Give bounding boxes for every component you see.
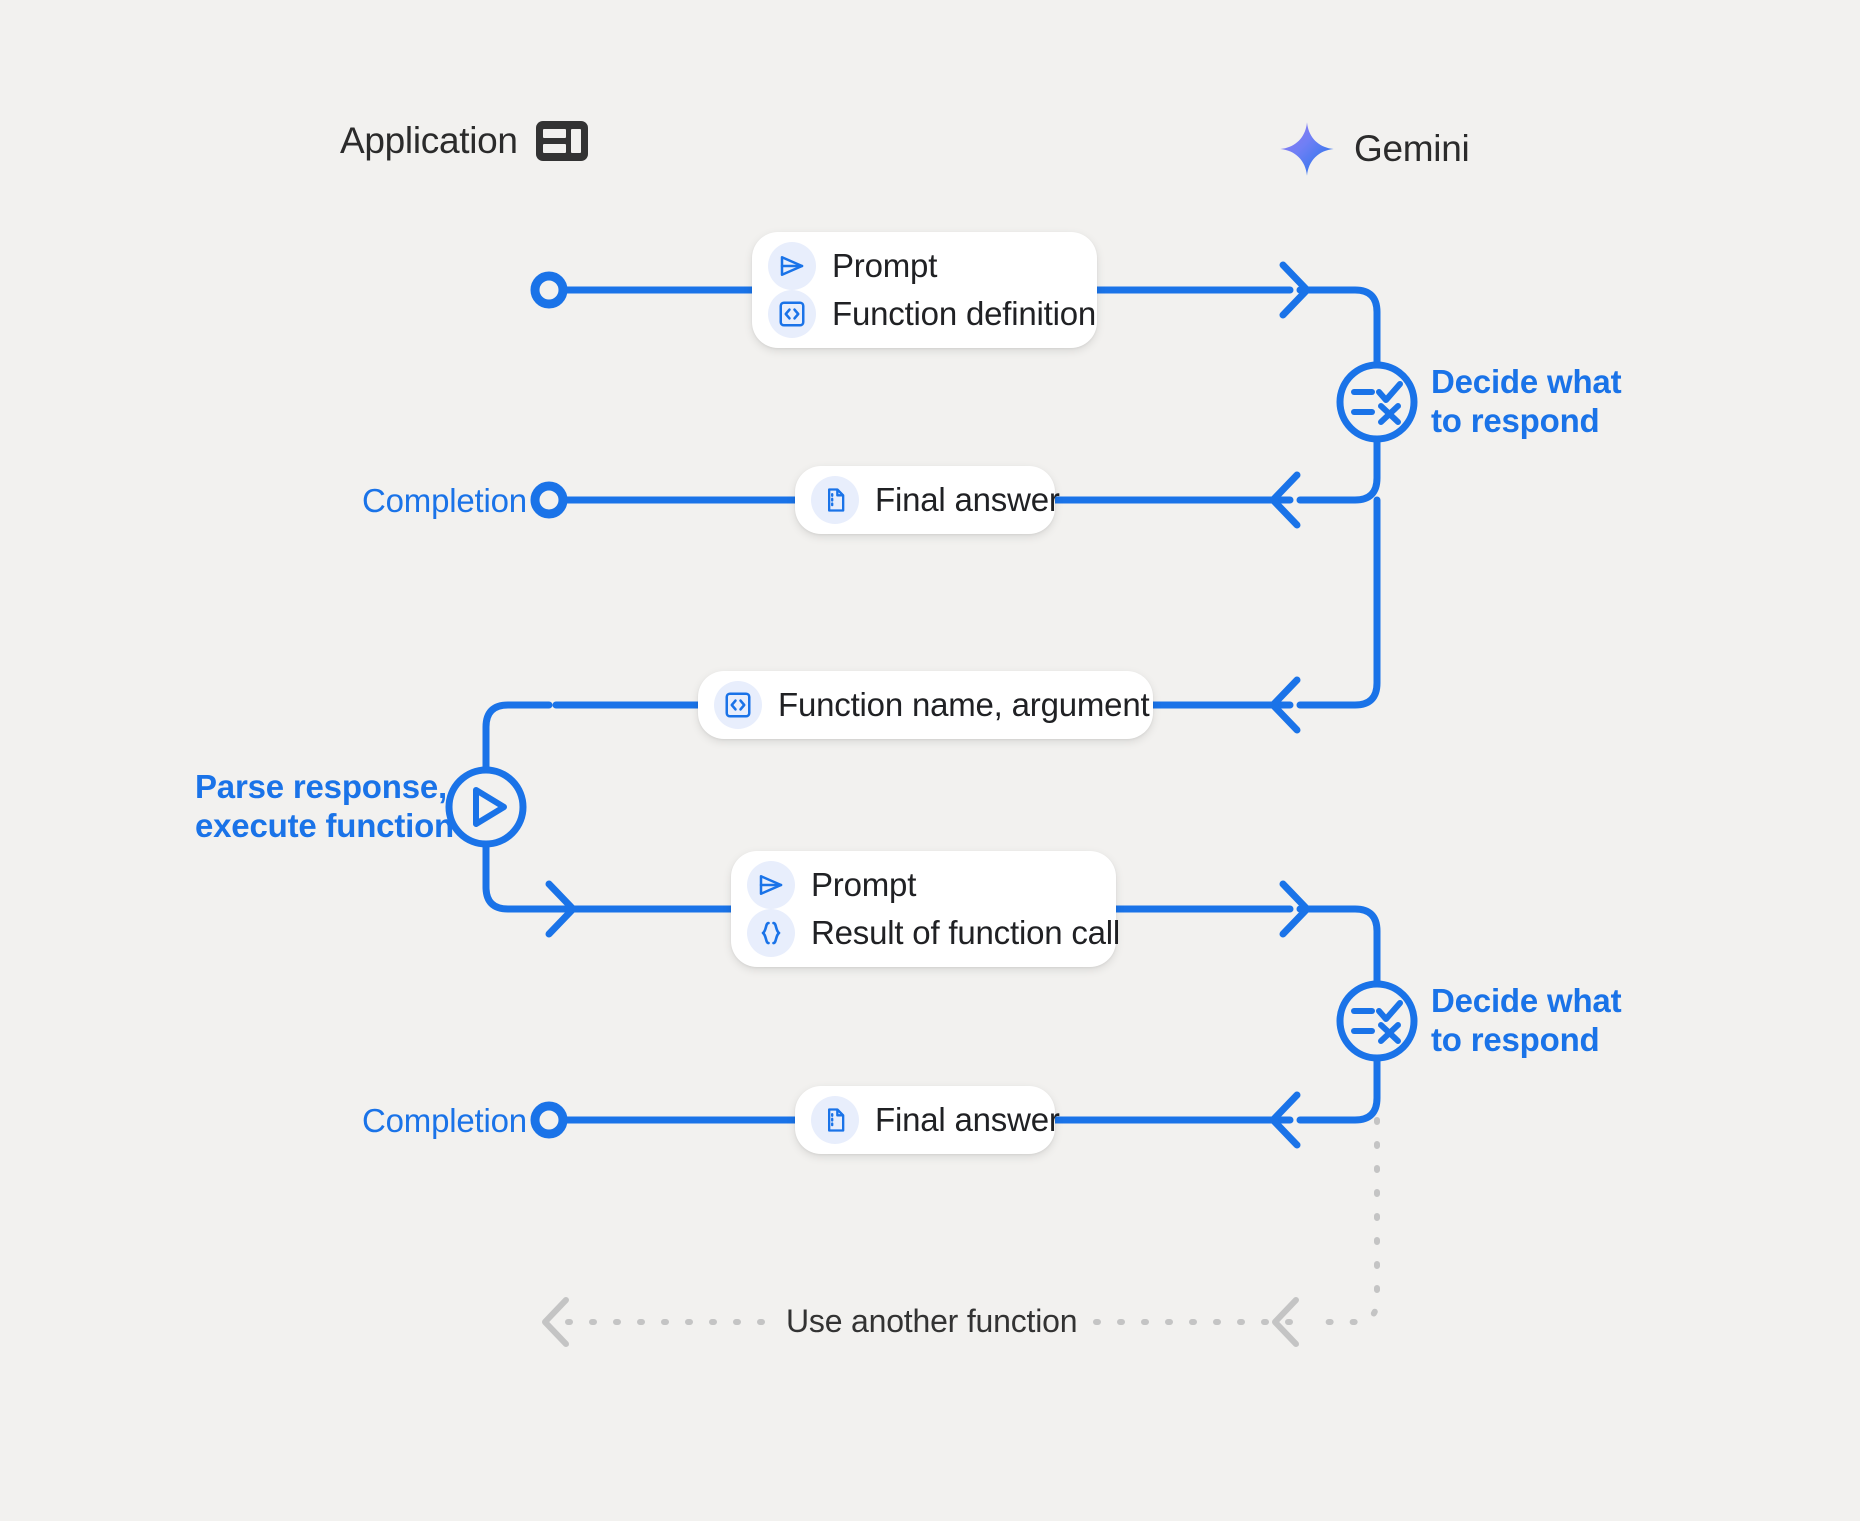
loop-label-text: Use another function [786, 1303, 1078, 1339]
code-brackets-icon [768, 290, 816, 338]
arrowhead-into-app-1 [1269, 471, 1301, 529]
send-icon [747, 861, 795, 909]
decision-circle-1 [1336, 361, 1418, 443]
loop-dashed-right [1309, 1117, 1380, 1325]
activity-label-line2: to respond [1431, 401, 1600, 439]
flow-decide2-down [1296, 1054, 1381, 1124]
code-brackets-icon [714, 681, 762, 729]
bubble-row: Final answer [811, 1094, 1060, 1146]
bubble-row: Function name, argument [714, 679, 1150, 731]
participant-header-gemini: Gemini [1278, 120, 1470, 178]
flow-app-parse-in [482, 701, 553, 774]
bubble-row-text: Function name, argument [778, 686, 1150, 723]
gemini-sparkle-icon [1280, 122, 1334, 176]
loop-label-use-another-function: Use another function [770, 1303, 1094, 1340]
play-triangle-glyph [473, 787, 507, 827]
bubble-row-text: Function definition [832, 295, 1097, 332]
completion-label-text: Completion [362, 482, 527, 519]
play-circle [445, 766, 527, 848]
decision-checklist-glyph-1 [1351, 381, 1403, 425]
bubble-row-text: Prompt [832, 247, 938, 284]
activity-label-line2: to respond [1431, 1020, 1600, 1058]
activity-label-decide-1: Decide what to respond [1431, 363, 1622, 440]
send-icon [768, 242, 816, 290]
arrowhead-into-app-3 [1269, 1091, 1301, 1149]
document-icon [811, 1096, 859, 1144]
bubble-row-text: Result of function call [811, 914, 1121, 951]
participant-header-application: Application [340, 120, 588, 162]
flow-gemini-decide2 [1296, 905, 1381, 988]
flow-app-parse-out [482, 840, 553, 913]
message-bubble-prompt-function-definition[interactable]: Prompt Function definition [752, 232, 1097, 348]
bubble-row-text: Final answer [875, 1101, 1060, 1138]
bubble-row: Result of function call [747, 909, 1120, 957]
flow-decide1-down [1296, 435, 1381, 504]
decision-circle-2 [1336, 980, 1418, 1062]
bubble-row: Final answer [811, 474, 1060, 526]
participant-label-gemini: Gemini [1354, 128, 1470, 169]
activity-label-parse-exec: Parse response, execute function [195, 768, 455, 845]
endpoint-label-completion-2: Completion [362, 1102, 527, 1141]
activity-label-line1: Parse response, [195, 768, 447, 805]
completion-label-text: Completion [362, 1102, 527, 1139]
bubble-row-text: Final answer [875, 481, 1060, 518]
loop-arrowhead-app [542, 1297, 569, 1347]
endpoint-completion-1 [530, 481, 568, 519]
endpoint-label-completion-1: Completion [362, 482, 527, 521]
activity-label-line1: Decide what [1431, 363, 1622, 400]
curly-braces-icon [747, 909, 795, 957]
message-bubble-final-answer-2[interactable]: Final answer [795, 1086, 1060, 1154]
bubble-row: Function definition [768, 290, 1096, 338]
activity-label-line2: execute function [195, 806, 455, 844]
arrowhead-out-of-app [545, 880, 577, 938]
message-bubble-final-answer-1[interactable]: Final answer [795, 466, 1060, 534]
app-window-icon [535, 121, 588, 161]
activity-label-line1: Decide what [1431, 982, 1622, 1019]
decision-checklist-glyph-2 [1351, 1000, 1403, 1044]
flow-decide1-to-funccall [1296, 496, 1381, 709]
message-bubble-function-call[interactable]: Function name, argument [698, 671, 1153, 739]
loop-arrowhead-gemini [1272, 1297, 1299, 1347]
activity-label-decide-2: Decide what to respond [1431, 982, 1622, 1059]
arrowhead-into-app-2 [1269, 676, 1301, 734]
endpoint-completion-2 [530, 1101, 568, 1139]
document-icon [811, 476, 859, 524]
endpoint-start [530, 271, 568, 309]
bubble-row: Prompt [768, 242, 1071, 290]
flow-gemini-decide1 [1296, 286, 1381, 369]
message-bubble-prompt-result[interactable]: Prompt Result of function call [731, 851, 1120, 967]
participant-label-application: Application [340, 120, 518, 161]
bubble-row: Prompt [747, 861, 1090, 909]
bubble-row-text: Prompt [811, 866, 917, 903]
